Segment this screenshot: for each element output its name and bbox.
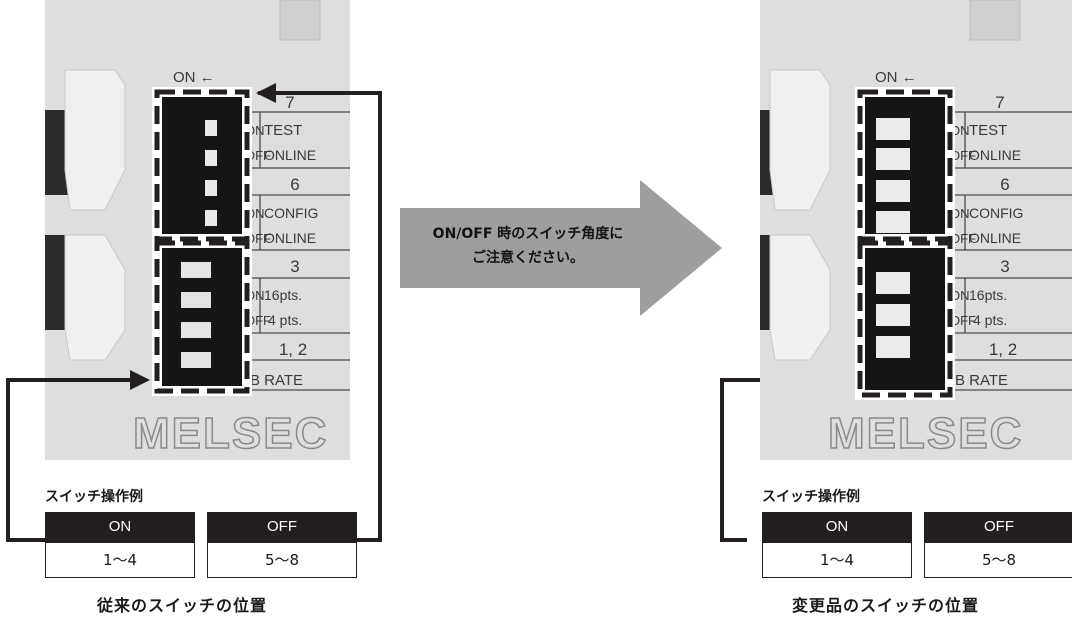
legacy-off-header: OFF: [207, 512, 357, 542]
legacy-dip-toggles-upper: [205, 120, 217, 226]
legacy-off-column: OFF 5～8: [207, 512, 357, 578]
new-caption: 変更品のスイッチの位置: [792, 596, 980, 615]
on-direction-label: ON ←: [173, 69, 215, 86]
new-row12-value: B RATE: [955, 372, 1008, 389]
new-row6-off-value: ONLINE: [969, 230, 1021, 246]
new-row3-off-label: OFF: [950, 313, 976, 328]
legacy-on-arrowhead: [130, 370, 150, 390]
legacy-on-value: 1～4: [45, 542, 195, 578]
row12-number: 1, 2: [279, 340, 307, 359]
new-row7-off-value: ONLINE: [969, 147, 1021, 163]
new-row3-off-value: 4 pts.: [973, 312, 1007, 328]
new-off-column: OFF 5～8: [924, 512, 1072, 578]
melsec-logo: MELSEC: [133, 409, 328, 458]
row3-off-value: 4 pts.: [268, 312, 302, 328]
legacy-switch-photo: ON ← 7 ON TEST OFF ONLINE 6 ON CONFIG OF…: [45, 0, 350, 460]
legacy-on-column: ON 1～4: [45, 512, 195, 578]
new-on-direction-label: ON ←: [875, 69, 917, 86]
caution-text: ON/OFF 時のスイッチ角度に ご注意ください。: [408, 222, 648, 270]
new-switch-photo: ON ← 7 ON TEST OFF ONLINE 6 ON CONFIG OF…: [760, 0, 1072, 460]
new-row6-number: 6: [1000, 175, 1009, 194]
new-row12-number: 1, 2: [989, 340, 1017, 359]
new-dip-toggles-upper: [876, 118, 910, 233]
row6-off-value: ONLINE: [264, 230, 316, 246]
row7-on-value: TEST: [264, 122, 302, 139]
new-row6-on-value: CONFIG: [969, 205, 1023, 221]
legacy-example-title: スイッチ操作例: [45, 489, 143, 505]
legacy-caption: 従来のスイッチの位置: [97, 596, 268, 615]
caution-line-1: ON/OFF 時のスイッチ角度に: [432, 226, 624, 242]
new-row3-on-value: 16pts.: [969, 287, 1007, 303]
new-off-header: OFF: [924, 512, 1072, 542]
row6-on-value: CONFIG: [264, 205, 318, 221]
new-example-table: ON 1～4 OFF 5～8: [762, 512, 1072, 578]
new-row7-off-label: OFF: [950, 148, 976, 163]
new-row7-on-value: TEST: [969, 122, 1007, 139]
legacy-example-table: ON 1～4 OFF 5～8: [45, 512, 357, 578]
legacy-off-arrowhead: [256, 83, 276, 103]
new-example-title: スイッチ操作例: [762, 489, 860, 505]
new-row6-off-label: OFF: [950, 231, 976, 246]
new-dip-toggles-lower: [876, 272, 910, 358]
row6-number: 6: [290, 175, 299, 194]
new-on-header: ON: [762, 512, 912, 542]
row7-off-value: ONLINE: [264, 147, 316, 163]
new-row3-number: 3: [1000, 257, 1009, 276]
row3-on-value: 16pts.: [264, 287, 302, 303]
legacy-off-value: 5～8: [207, 542, 357, 578]
new-on-value: 1～4: [762, 542, 912, 578]
new-melsec-logo: MELSEC: [828, 409, 1023, 458]
new-row7-number: 7: [995, 93, 1004, 112]
row7-number: 7: [285, 93, 294, 112]
new-on-column: ON 1～4: [762, 512, 912, 578]
row3-number: 3: [290, 257, 299, 276]
legacy-on-header: ON: [45, 512, 195, 542]
caution-arrow: ON/OFF 時のスイッチ角度に ご注意ください。: [400, 180, 722, 316]
caution-line-2: ご注意ください。: [472, 250, 584, 266]
row12-value: B RATE: [250, 372, 303, 389]
new-off-value: 5～8: [924, 542, 1072, 578]
legacy-dip-toggles-lower: [181, 262, 211, 368]
